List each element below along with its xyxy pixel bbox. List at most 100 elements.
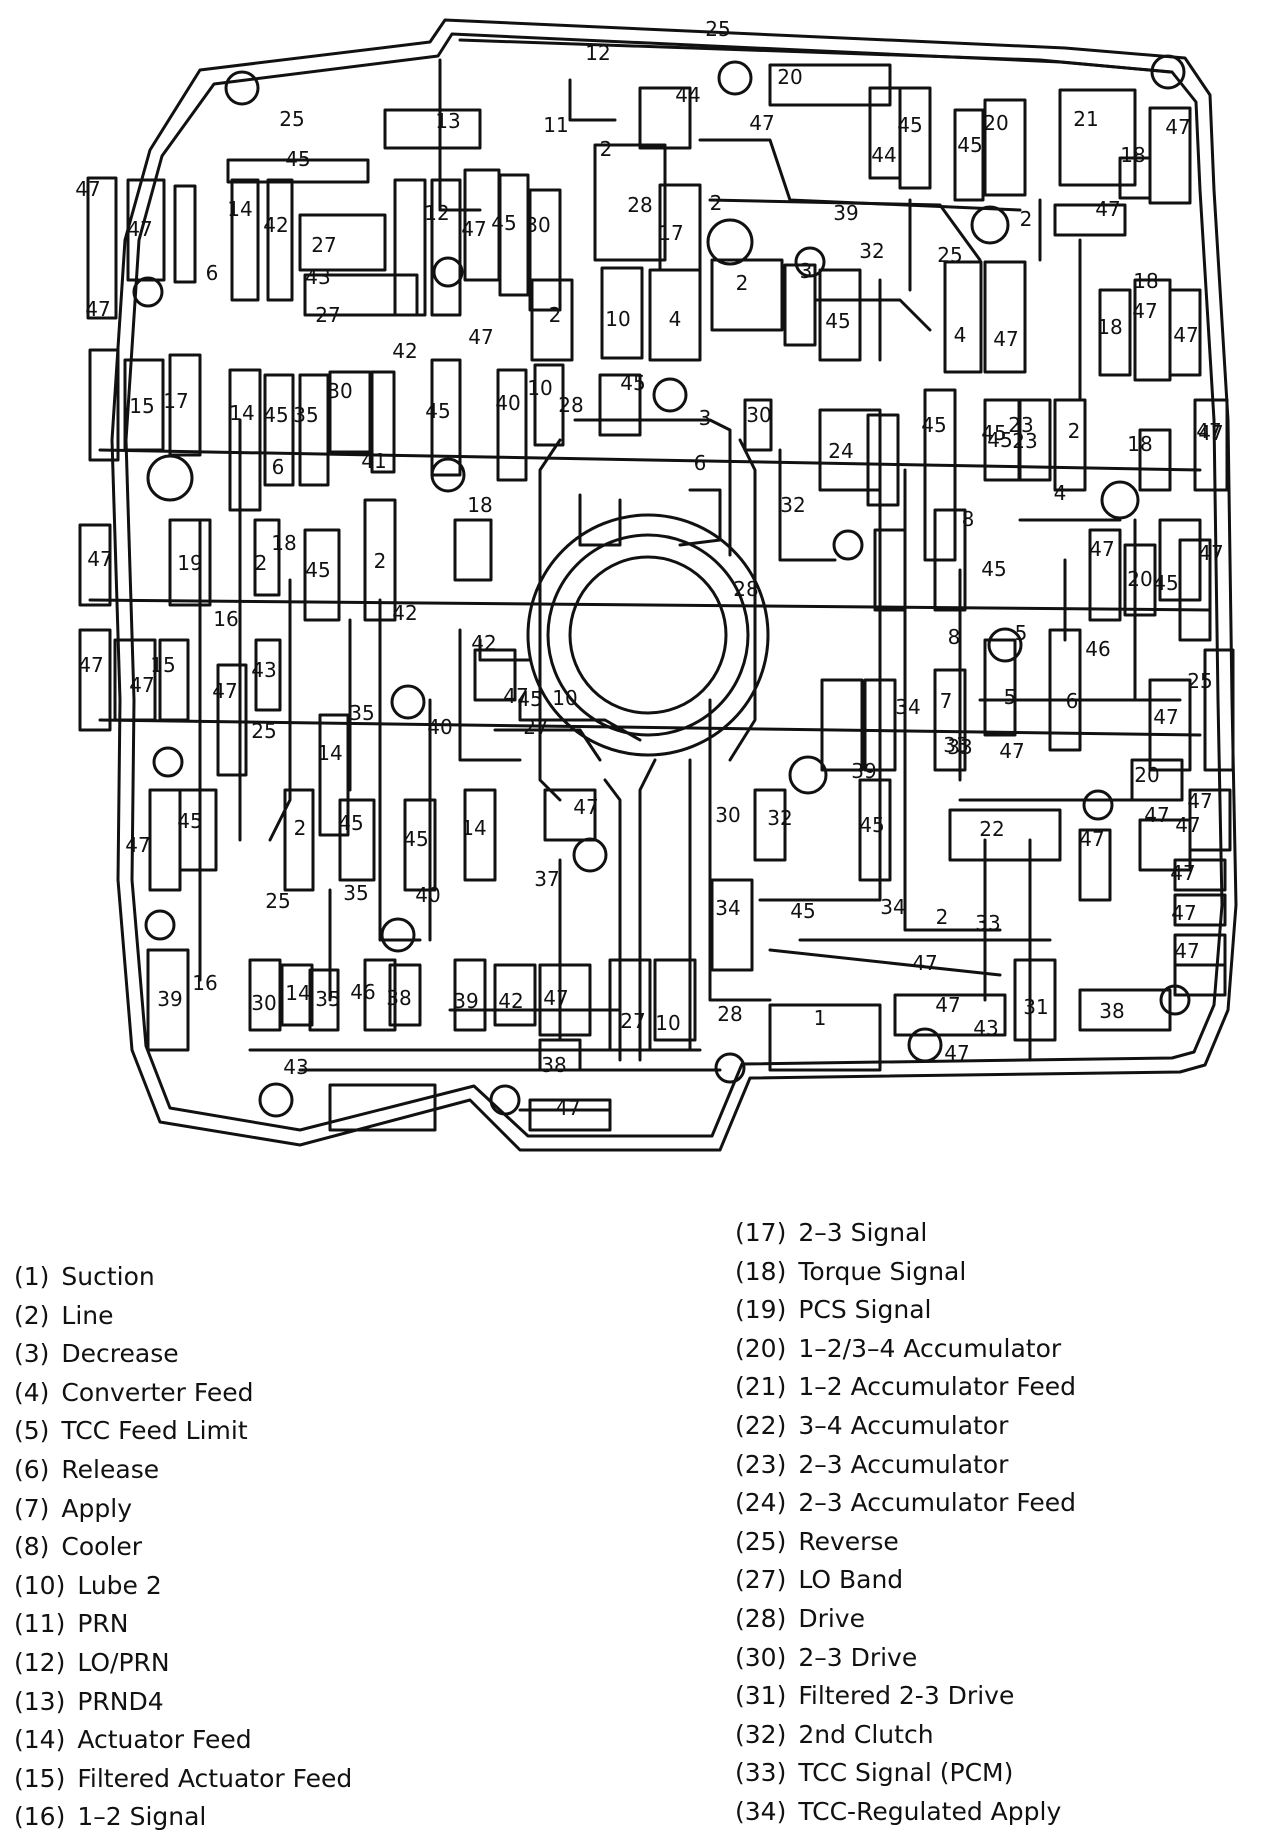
- passage-label: 47: [1153, 705, 1178, 729]
- legend-item: (33)TCC Signal (PCM): [735, 1754, 1013, 1792]
- passage: [608, 958, 652, 1052]
- legend-item: (20)1–2/3–4 Accumulator: [735, 1330, 1061, 1368]
- passage-label: 22: [979, 817, 1004, 841]
- passage-label: 6: [206, 261, 219, 285]
- passage-label: 8: [948, 625, 961, 649]
- passage-label: 47: [1132, 299, 1157, 323]
- legend-item-number: (17): [735, 1218, 787, 1247]
- legend-item-label: Torque Signal: [798, 1256, 967, 1286]
- legend-item-label: Release: [61, 1455, 160, 1484]
- channel: [708, 698, 772, 1002]
- passage-label: 34: [880, 895, 905, 919]
- legend-item-label: TCC Signal (PCM): [798, 1758, 1014, 1788]
- passage-label: 39: [453, 989, 478, 1013]
- passage-label: 34: [715, 896, 740, 920]
- passage-label: 39: [833, 201, 858, 225]
- legend-item-number: (20): [735, 1333, 787, 1363]
- passage-label: 47: [1175, 813, 1200, 837]
- passage: [496, 368, 528, 482]
- passage-label: 45: [403, 827, 428, 851]
- passage-label: 30: [327, 379, 352, 403]
- bolt-hole: [652, 377, 688, 413]
- legend-item-number: (25): [735, 1526, 787, 1556]
- legend-item-number: (31): [735, 1681, 787, 1711]
- passage: [818, 268, 862, 362]
- passage: [168, 353, 202, 457]
- passage-label: 45: [981, 421, 1006, 445]
- passage: [148, 788, 182, 892]
- legend-item: (15)Filtered Actuator Feed: [14, 1760, 352, 1798]
- passage-label: 10: [605, 307, 630, 331]
- legend-item-label: LO Band: [798, 1565, 904, 1595]
- passage-label: 20: [983, 111, 1008, 135]
- legend-item-number: (4): [14, 1377, 50, 1407]
- passage-label: 2: [1020, 207, 1033, 231]
- passage: [298, 373, 330, 487]
- passage-label: 38: [1099, 999, 1124, 1023]
- channel: [378, 598, 422, 942]
- passage-label: 28: [717, 1002, 742, 1026]
- passage-label: 10: [655, 1011, 680, 1035]
- channel: [458, 628, 522, 762]
- passage: [308, 968, 340, 1032]
- passage: [318, 713, 350, 837]
- passage-label: 47: [129, 673, 154, 697]
- passage: [648, 268, 702, 362]
- legend-item-number: (10): [14, 1570, 66, 1600]
- bolt-hole: [706, 218, 754, 266]
- passage: [528, 188, 562, 312]
- passage-label: 2: [936, 905, 949, 929]
- passage: [226, 158, 370, 184]
- passage-label: 11: [543, 113, 568, 137]
- passage: [933, 508, 967, 612]
- passage-label: 2: [374, 549, 387, 573]
- passage-label: 47: [935, 993, 960, 1017]
- passage-label: 14: [229, 401, 254, 425]
- passage-label: 28: [733, 577, 758, 601]
- bolt-hole: [380, 917, 416, 953]
- passage-label: 42: [392, 339, 417, 363]
- legend-item: (17) 2–3 Signal: [735, 1214, 927, 1252]
- legend-item-number: (12): [14, 1648, 66, 1677]
- passage: [1078, 988, 1172, 1032]
- channel: [568, 78, 617, 122]
- passage: [1168, 288, 1202, 377]
- passage-label: 35: [315, 987, 340, 1011]
- passage-label: 47: [1095, 197, 1120, 221]
- passage-label: 5: [1015, 621, 1028, 645]
- passage-label: 47: [555, 1096, 580, 1120]
- channel: [438, 58, 482, 212]
- channel: [603, 778, 622, 1062]
- passage-label: 20: [1127, 567, 1152, 591]
- bolt-hole: [132, 276, 164, 308]
- legend-item-label: 1–2 Accumulator Feed: [798, 1372, 1077, 1402]
- passage-label: 42: [263, 213, 288, 237]
- legend-item-label: 2–3 Drive: [798, 1642, 918, 1672]
- passage-label: 17: [658, 221, 683, 245]
- passage-label: 47: [125, 833, 150, 857]
- passage-label: 47: [944, 1041, 969, 1065]
- bolt-hole: [258, 1082, 294, 1118]
- passage-label: 44: [675, 83, 700, 107]
- passage-label: 25: [705, 17, 730, 41]
- passage: [328, 1083, 437, 1132]
- passage: [818, 408, 882, 492]
- bolt-hole: [717, 60, 753, 96]
- passage: [538, 963, 592, 1037]
- legend-item-label: LO/PRN: [77, 1648, 170, 1677]
- passage-label: 23: [1012, 429, 1037, 453]
- channel: [98, 448, 1202, 472]
- passage: [453, 518, 493, 582]
- legend-item: (28)Drive: [735, 1600, 865, 1638]
- legend-item-number: (1): [14, 1262, 50, 1291]
- passage-label: 47: [1196, 419, 1221, 443]
- passage-label: 28: [627, 193, 652, 217]
- passage: [1138, 818, 1192, 872]
- passage-label: 2: [736, 271, 749, 295]
- channel: [758, 468, 882, 902]
- legend-item-label: TCC-Regulated Apply: [798, 1797, 1062, 1826]
- channel: [768, 948, 1002, 977]
- passage: [593, 143, 667, 262]
- legend-item-label: 2–3 Signal: [798, 1218, 928, 1247]
- passage: [78, 523, 112, 607]
